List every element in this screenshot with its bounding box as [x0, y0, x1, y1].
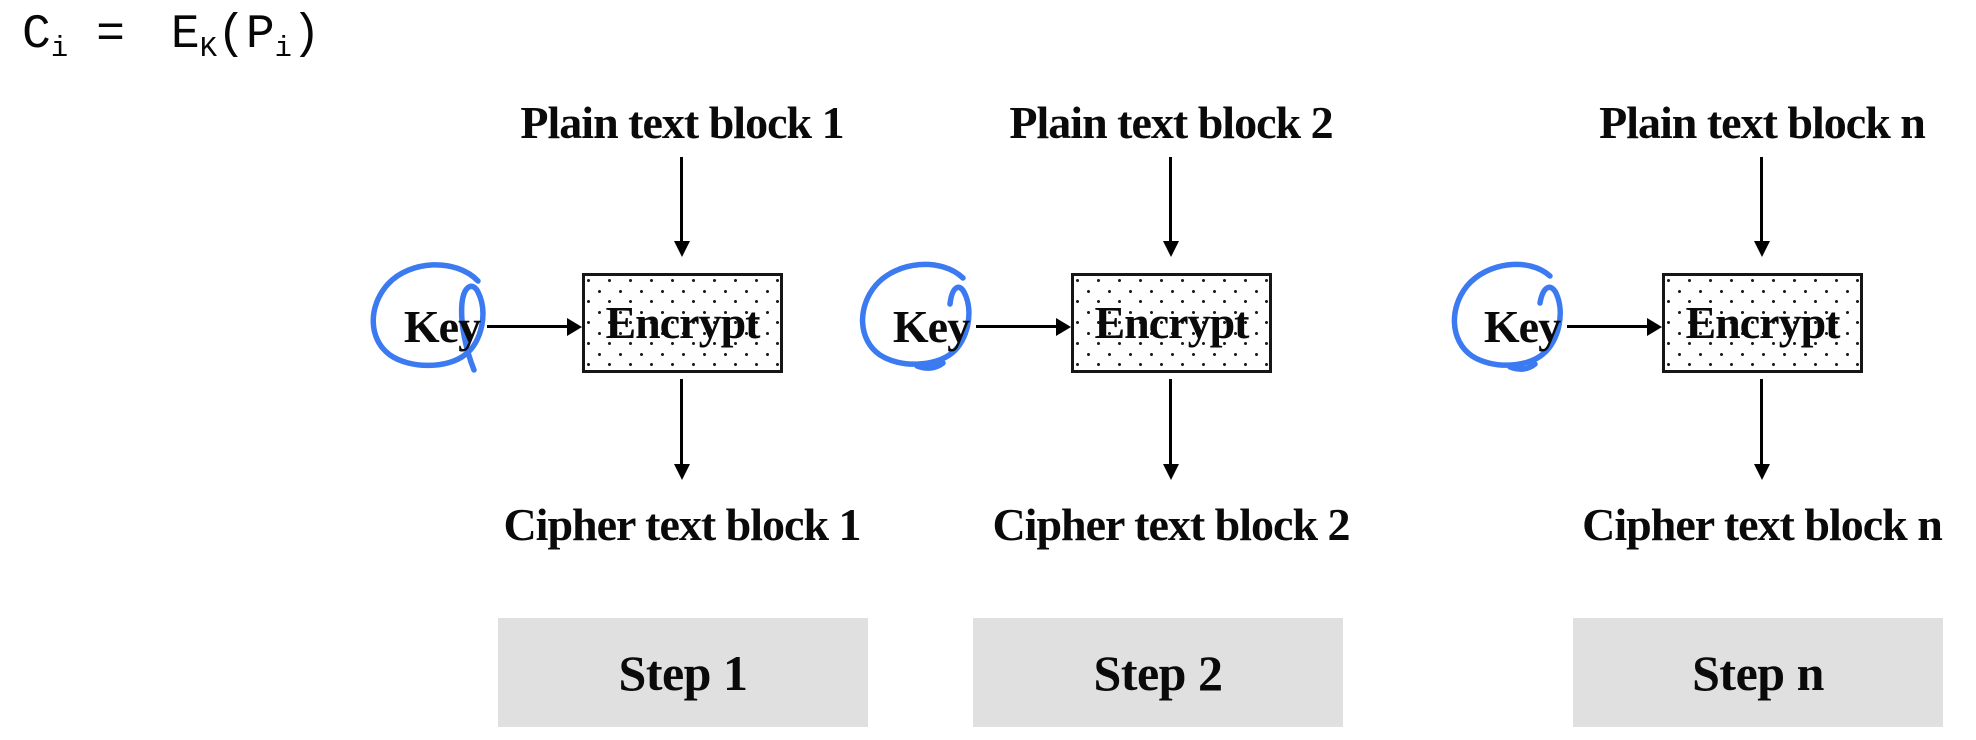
key-circle-annotation [370, 262, 486, 373]
formula-key-subscript: K [199, 31, 217, 65]
encrypt-label: Encrypt [1094, 297, 1250, 349]
cipher-text-label: Cipher text block 2 [992, 499, 1350, 550]
cipher-text-label: Cipher text block 1 [503, 499, 861, 550]
down-arrow-icon [1760, 379, 1763, 464]
down-arrow-icon [1169, 379, 1172, 464]
plain-text-label: Plain text block n [1599, 97, 1926, 148]
down-arrow-icon [1760, 157, 1763, 241]
encrypt-box: Encrypt [1662, 273, 1863, 373]
key-circle-stroke [859, 261, 972, 371]
key-circle-annotation [1451, 261, 1563, 372]
step-box: Step 1 [498, 618, 868, 727]
encrypt-box: Encrypt [1071, 273, 1272, 373]
key-label: Key [1483, 301, 1561, 352]
right-arrow-icon [487, 325, 567, 328]
formula-lhs-subscript: i [50, 31, 69, 65]
key-label: Key [892, 301, 970, 352]
cipher-text-label: Cipher text block n [1582, 499, 1943, 550]
encrypt-label: Encrypt [1685, 297, 1841, 349]
column-step-1: Plain text block 1 Key Encrypt Cipher te… [370, 0, 932, 740]
step-label: Step 1 [618, 644, 748, 701]
plain-text-label: Plain text block 1 [520, 97, 844, 148]
plain-text-label: Plain text block 2 [1009, 97, 1333, 148]
key-circle-stroke [1451, 261, 1563, 372]
down-arrow-icon [680, 157, 683, 241]
formula-argument: P [245, 8, 275, 62]
formula-function: E [170, 8, 200, 62]
step-box: Step 2 [973, 618, 1343, 727]
encrypt-label: Encrypt [605, 297, 761, 349]
down-arrow-icon [1169, 157, 1172, 241]
formula-close-paren: ) [291, 8, 321, 62]
key-label: Key [403, 301, 481, 352]
right-arrow-icon [976, 325, 1056, 328]
key-circle-stroke [370, 262, 486, 373]
step-label: Step 2 [1093, 644, 1223, 701]
formula-lhs: C [22, 8, 51, 62]
ecb-formula: Ci = EK(Pi) [22, 8, 321, 65]
column-step-2: Plain text block 2 Key Encrypt Cipher te… [859, 0, 1421, 740]
step-box: Step n [1573, 618, 1943, 727]
key-circle-annotation [859, 261, 972, 371]
step-label: Step n [1692, 644, 1824, 701]
formula-open-paren: ( [217, 8, 246, 62]
formula-arg-subscript: i [274, 31, 292, 65]
down-arrow-icon [680, 379, 683, 464]
column-step-n: Plain text block n Key Encrypt Cipher te… [1451, 0, 1976, 740]
encrypt-box: Encrypt [582, 273, 783, 373]
formula-equals: = [96, 8, 125, 62]
right-arrow-icon [1567, 325, 1647, 328]
